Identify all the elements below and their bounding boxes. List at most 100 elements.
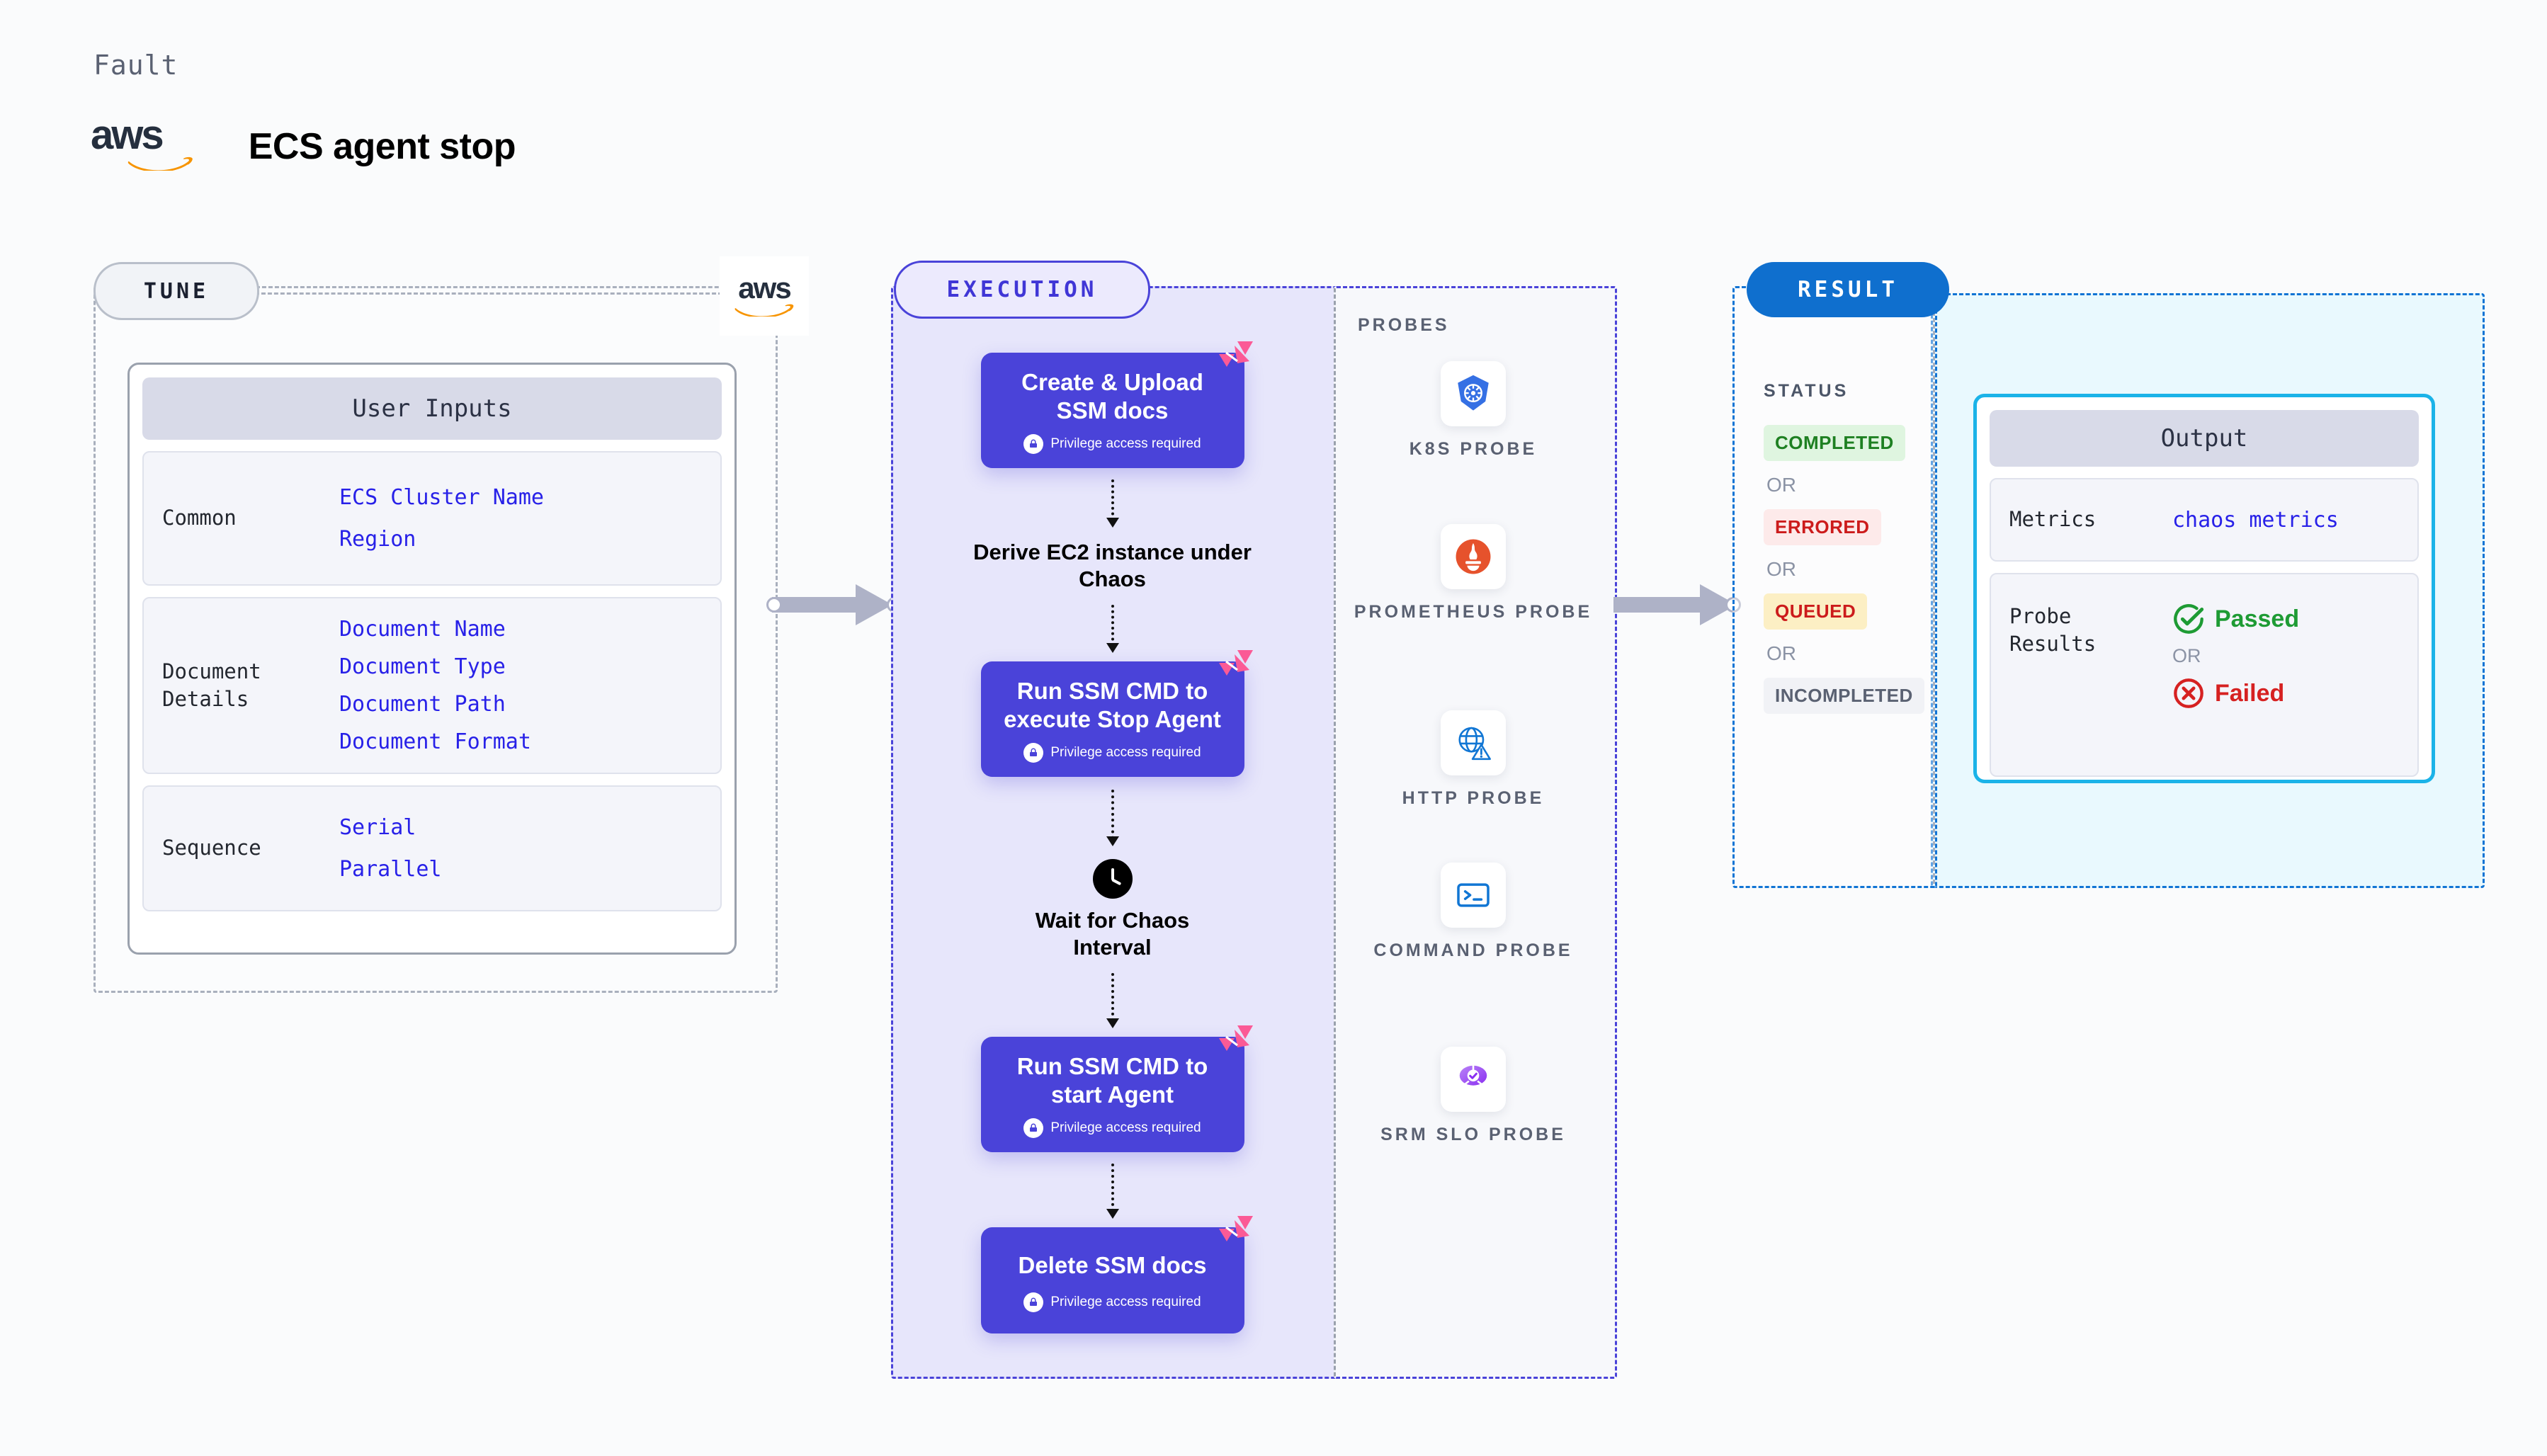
user-inputs-card: User Inputs Common ECS Cluster Name Regi… [127,363,737,955]
probes-panel [1334,286,1617,1379]
flow-step-wait-for-chaos-interval: Wait for Chaos Interval [1006,858,1219,962]
flow-node-create-upload-ssm-docs[interactable]: Create & Upload SSM docs Privilege acces… [980,341,1253,468]
srm-slo-icon [1441,1047,1506,1112]
flow-node-run-ssm-cmd-stop-agent[interactable]: Run SSM CMD to execute Stop Agent Privil… [980,650,1253,777]
probe-item-k8s[interactable]: K8S PROBE [1334,361,1613,462]
probe-label: PROMETHEUS PROBE [1354,602,1593,622]
input-group-name: Sequence [162,836,261,860]
passed-label: Passed [2215,605,2300,632]
metrics-label: Metrics [2009,507,2097,532]
probe-label: SRM SLO PROBE [1380,1125,1566,1144]
arrow-tune-to-execution [772,584,894,625]
litmus-logo-icon [1218,650,1253,676]
input-option[interactable]: Document Path [339,692,506,717]
lock-icon [1023,1292,1044,1312]
output-title: Output [1990,410,2419,467]
page-title-row: aws ECS agent stop [91,115,516,174]
probe-item-srm-slo[interactable]: SRM SLO PROBE [1334,1047,1613,1147]
input-option[interactable]: Parallel [339,857,442,882]
probes-label: PROBES [1358,315,1450,335]
lock-icon [1023,1117,1044,1138]
input-group-sequence: Sequence Serial Parallel [142,785,722,911]
result-panel-divider [1933,286,1935,884]
input-option[interactable]: Region [339,527,416,552]
arrow-execution-to-result [1613,584,1740,625]
lock-icon [1023,433,1044,454]
privilege-note-text: Privilege access required [1050,744,1201,760]
or-label: OR [2172,645,2201,666]
privilege-note: Privilege access required [994,433,1232,454]
privilege-note: Privilege access required [994,742,1232,763]
litmus-logo-icon [1218,1025,1253,1051]
privilege-note-text: Privilege access required [1050,436,1201,451]
flow-step-label: Wait for Chaos Interval [1035,907,1190,960]
input-option[interactable]: Document Type [339,654,506,679]
execution-pill[interactable]: EXECUTION [894,261,1150,319]
execution-flow: Create & Upload SSM docs Privilege acces… [891,286,1334,1375]
fault-kicker: Fault [93,50,178,81]
aws-smile-icon [127,157,193,173]
input-group-values: Document Name Document Type Document Pat… [339,617,531,754]
flow-connector [1106,973,1119,1028]
user-inputs-title: User Inputs [142,377,722,440]
kubernetes-icon [1441,361,1506,426]
output-row-probe-results: Probe Results Passed OR Failed [1990,573,2419,777]
or-label: OR [1766,558,1796,580]
or-label: OR [1766,474,1796,496]
aws-logo: aws [91,115,230,174]
failed-label: Failed [2215,679,2285,707]
flow-connector [1106,605,1119,653]
flow-step-label: Derive EC2 instance under Chaos [973,539,1252,592]
input-group-name: Document Details [162,659,261,711]
status-label: STATUS [1764,381,1849,401]
flow-node-label: Create & Upload SSM docs [1021,369,1203,424]
flow-connector [1106,1163,1119,1219]
input-option[interactable]: Document Name [339,617,506,642]
probe-item-command[interactable]: COMMAND PROBE [1334,863,1613,963]
x-circle-icon [2174,678,2203,708]
result-status-panel [1732,286,1937,888]
probe-item-prometheus[interactable]: PROMETHEUS PROBE [1334,524,1613,625]
output-row-metrics: Metrics chaos metrics [1990,478,2419,562]
status-badge-incompleted: INCOMPLETED [1764,678,1924,714]
flow-step-derive-ec2-instance: Derive EC2 instance under Chaos [964,539,1261,594]
probe-label: COMMAND PROBE [1373,940,1573,960]
input-option[interactable]: Serial [339,815,416,840]
result-pill[interactable]: RESULT [1747,262,1949,317]
input-option[interactable]: Document Format [339,729,531,754]
metrics-value[interactable]: chaos metrics [2172,507,2339,533]
status-badge-errored: ERRORED [1764,509,1881,545]
probe-label: K8S PROBE [1409,439,1538,459]
probe-result-failed: Failed [2172,677,2299,710]
clock-icon [1092,858,1133,899]
tune-aws-logo: aws [720,256,809,336]
input-option[interactable]: ECS Cluster Name [339,485,544,510]
tune-pill[interactable]: TUNE [93,262,259,320]
terminal-icon [1441,863,1506,928]
output-card: Output Metrics chaos metrics Probe Resul… [1973,394,2435,783]
flow-connector [1106,789,1119,846]
input-group-document-details: Document Details Document Name Document … [142,597,722,774]
flow-node-run-ssm-cmd-start-agent[interactable]: Run SSM CMD to start Agent Privilege acc… [980,1025,1253,1152]
litmus-logo-icon [1218,1215,1253,1241]
probe-item-http[interactable]: HTTP PROBE [1334,710,1613,811]
status-list: COMPLETED OR ERRORED OR QUEUED OR INCOMP… [1764,425,1934,714]
check-circle-icon [2174,604,2204,634]
input-group-values: Serial Parallel [339,815,442,882]
status-badge-queued: QUEUED [1764,593,1868,630]
prometheus-icon [1441,524,1506,589]
status-badge-completed: COMPLETED [1764,425,1905,461]
input-group-values: ECS Cluster Name Region [339,485,544,552]
flow-node-delete-ssm-docs[interactable]: Delete SSM docs Privilege access require… [980,1215,1253,1333]
input-group-common: Common ECS Cluster Name Region [142,451,722,586]
probe-results-values: Passed OR Failed [2172,603,2299,710]
aws-smile-icon [734,304,794,317]
page-title: ECS agent stop [248,126,516,167]
arrow-start-nub [766,597,782,613]
flow-node-label: Run SSM CMD to execute Stop Agent [1004,678,1221,733]
flow-node-label: Delete SSM docs [1018,1251,1207,1278]
probe-result-passed: Passed [2172,603,2299,635]
privilege-note: Privilege access required [994,1292,1232,1312]
probe-results-label: Probe Results [2009,604,2097,656]
flow-node-label: Run SSM CMD to start Agent [1016,1053,1208,1108]
